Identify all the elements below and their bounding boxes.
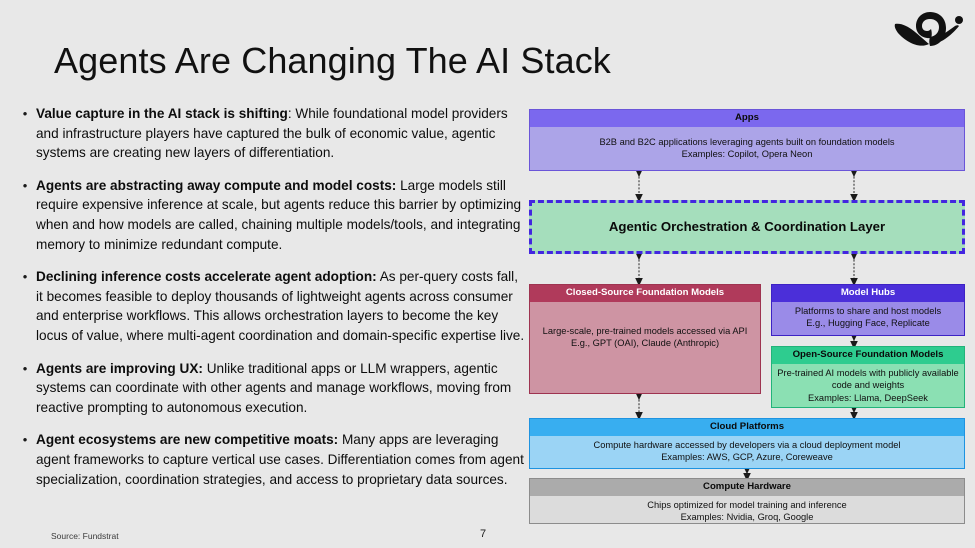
- bullet-body: Agents are abstracting away compute and …: [36, 176, 526, 254]
- node-line-1: Platforms to share and host models: [794, 306, 942, 316]
- node-body: Chips optimized for model training and i…: [530, 496, 964, 523]
- diagram-node-closed-source[interactable]: Closed-Source Foundation Models Large-sc…: [529, 284, 761, 394]
- page-title: Agents Are Changing The AI Stack: [54, 40, 611, 81]
- bullet-marker: •: [22, 177, 28, 193]
- bullet-lead: Agents are abstracting away compute and …: [36, 177, 397, 193]
- bullet-lead: Agent ecosystems are new competitive moa…: [36, 432, 339, 448]
- node-line-2: E.g., GPT (OAI), Claude (Anthropic): [570, 338, 720, 349]
- list-item: • Value capture in the AI stack is shift…: [14, 104, 526, 163]
- node-line-2: Examples: Llama, DeepSeek: [808, 392, 928, 403]
- bullet-body: Value capture in the AI stack is shiftin…: [36, 104, 526, 163]
- bullet-rest: : While foundational model providers and…: [36, 106, 508, 161]
- node-body: Compute hardware accessed by developers …: [530, 436, 964, 467]
- node-body: Pre-trained AI models with publicly avai…: [772, 364, 964, 407]
- diagram-node-model-hubs[interactable]: Model Hubs Platforms to share and host m…: [771, 284, 965, 336]
- page-number: 7: [480, 528, 487, 540]
- node-line-2: Examples: Nvidia, Groq, Google: [680, 512, 814, 523]
- bullet-rest: As per-query costs fall, it becomes feas…: [36, 269, 525, 343]
- connector-layer: [635, 168, 858, 482]
- list-item: • Agents are improving UX: Unlike tradit…: [14, 359, 526, 418]
- bullet-rest: Large models still require expensive inf…: [36, 177, 522, 252]
- node-header: Closed-Source Foundation Models: [530, 285, 760, 302]
- node-body: Large-scale, pre-trained models accessed…: [530, 302, 760, 353]
- bullet-lead: Value capture in the AI stack is shiftin…: [36, 106, 288, 121]
- node-header: Agentic Orchestration & Coordination Lay…: [608, 219, 886, 234]
- bullet-list: • Value capture in the AI stack is shift…: [14, 104, 526, 502]
- bullet-marker: •: [22, 269, 28, 285]
- node-body: Platforms to share and host models E.g.,…: [772, 302, 964, 333]
- fundstrat-logo: [889, 2, 967, 52]
- diagram-node-open-source[interactable]: Open-Source Foundation Models Pre-traine…: [771, 346, 965, 408]
- node-line-2: Examples: Copilot, Opera Neon: [681, 149, 813, 160]
- bullet-marker: •: [22, 432, 28, 448]
- bullet-rest: Unlike traditional apps or LLM wrappers,…: [36, 360, 512, 415]
- bullet-lead: Agents are improving UX:: [36, 360, 203, 376]
- bullet-body: Agents are improving UX: Unlike traditio…: [36, 359, 526, 418]
- source-note: Source: Fundstrat: [51, 531, 119, 541]
- list-item: • Agents are abstracting away compute an…: [14, 176, 526, 254]
- diagram-node-compute-hardware[interactable]: Compute Hardware Chips optimized for mod…: [529, 478, 965, 524]
- node-header: Compute Hardware: [530, 479, 964, 496]
- bullet-rest: Many apps are leveraging agent framework…: [36, 432, 524, 487]
- bullet-body: Agent ecosystems are new competitive moa…: [36, 430, 526, 489]
- bullet-marker: •: [22, 106, 28, 121]
- diagram-node-orchestration[interactable]: Agentic Orchestration & Coordination Lay…: [529, 200, 965, 254]
- node-line-1: Chips optimized for model training and i…: [647, 500, 847, 510]
- node-line-1: Compute hardware accessed by developers …: [593, 440, 901, 450]
- bullet-lead: Declining inference costs accelerate age…: [36, 269, 377, 285]
- node-line-1: Large-scale, pre-trained models accessed…: [542, 326, 748, 336]
- node-header: Model Hubs: [772, 285, 964, 302]
- list-item: • Agent ecosystems are new competitive m…: [14, 430, 526, 489]
- node-line-2: E.g., Hugging Face, Replicate: [806, 318, 930, 329]
- diagram-node-cloud-platforms[interactable]: Cloud Platforms Compute hardware accesse…: [529, 418, 965, 469]
- node-header: Cloud Platforms: [530, 419, 964, 436]
- list-item: • Declining inference costs accelerate a…: [14, 267, 526, 345]
- bullet-body: Declining inference costs accelerate age…: [36, 267, 526, 345]
- node-line-1: Pre-trained AI models with publicly avai…: [777, 368, 959, 391]
- diagram-node-apps[interactable]: Apps B2B and B2C applications leveraging…: [529, 109, 965, 171]
- node-body: B2B and B2C applications leveraging agen…: [530, 127, 964, 164]
- ai-stack-diagram: Apps B2B and B2C applications leveraging…: [529, 109, 965, 524]
- node-header: Apps: [530, 110, 964, 127]
- node-line-1: B2B and B2C applications leveraging agen…: [599, 137, 895, 147]
- node-line-2: Examples: AWS, GCP, Azure, Coreweave: [661, 452, 833, 463]
- node-header: Open-Source Foundation Models: [772, 347, 964, 364]
- bullet-marker: •: [22, 360, 28, 376]
